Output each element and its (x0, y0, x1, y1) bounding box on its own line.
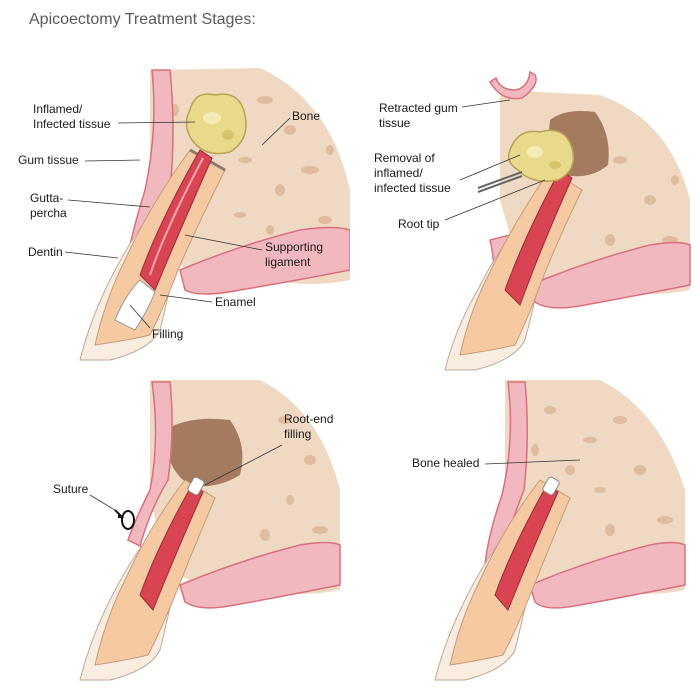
label-bone: Bone (292, 109, 321, 123)
label-bone-healed: Bone healed (412, 456, 480, 470)
gum-tissue-inner (529, 541, 686, 609)
tooth-cross-section (434, 380, 686, 681)
tooth-cross-section (79, 68, 350, 361)
stage-2-illustration (444, 70, 691, 371)
gum-tissue-outer (127, 381, 173, 548)
root-end-filling (542, 476, 560, 496)
pulp-canal (494, 484, 559, 611)
label-retracted-gum: Retracted gum tissue (379, 101, 458, 130)
label-inflamed-tissue: Inflamed/ Infected tissue (33, 102, 111, 131)
label-suture: Suture (53, 482, 89, 496)
stage-4-illustration (434, 380, 686, 681)
panel-stage-1: Inflamed/ Infected tissue Bone Gum tissu… (0, 40, 350, 380)
leader-lines (64, 117, 291, 329)
label-gum-tissue: Gum tissue (18, 153, 79, 167)
label-supporting-ligament: Supporting ligament (265, 240, 324, 269)
bone-cavity (165, 418, 243, 487)
stage-1-illustration (64, 68, 350, 361)
retracted-gum-flap (488, 70, 537, 100)
leader-lines (89, 444, 283, 513)
suture (114, 509, 135, 530)
gum-tissue-inner (179, 541, 341, 609)
panel-stage-2: Retracted gum tissue Removal of inflamed… (350, 40, 700, 380)
label-enamel: Enamel (215, 295, 256, 309)
leader-lines (484, 459, 581, 465)
leader-lines (444, 99, 546, 221)
infection (507, 129, 575, 182)
panel-stage-3: Root-end filling Suture (0, 360, 350, 700)
surgical-instrument (477, 171, 523, 193)
stage-3-illustration (79, 380, 341, 681)
label-root-tip: Root tip (398, 217, 440, 231)
tooth-cross-section (79, 380, 341, 681)
filling (114, 279, 156, 331)
pulp-canal (504, 169, 573, 306)
diagram-title: Apicoectomy Treatment Stages: (29, 11, 256, 28)
infection (185, 93, 247, 155)
label-removal: Removal of inflamed/ infected tissue (374, 151, 451, 195)
suture-arrow (118, 512, 124, 518)
label-dentin: Dentin (28, 245, 63, 259)
label-root-end-filling: Root-end filling (284, 412, 334, 441)
gum-tissue-inner (179, 226, 350, 295)
label-gutta-percha: Gutta- percha (30, 191, 67, 220)
gutta-percha (149, 157, 204, 276)
pulp-canal (139, 484, 204, 611)
gum-tissue-inner (529, 241, 691, 309)
root-end-filling (187, 476, 205, 496)
panel-stage-4: Bone healed (350, 360, 700, 700)
tooth-cross-section (444, 70, 691, 371)
label-filling: Filling (152, 327, 184, 341)
